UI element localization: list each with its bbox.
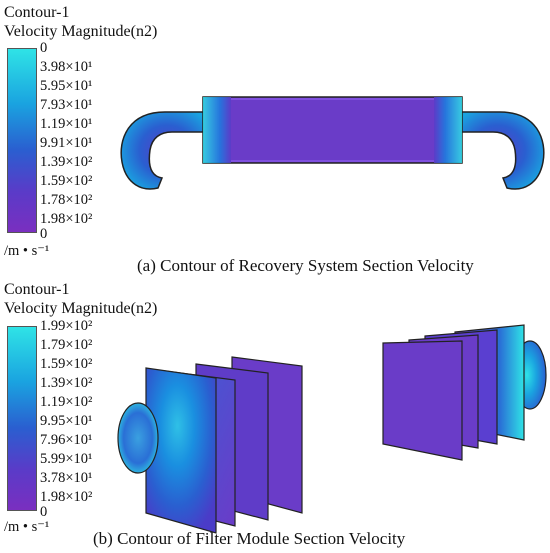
right-elbow-duct	[459, 111, 545, 190]
filter-plate-front	[382, 340, 463, 461]
legend-title-line2: Velocity Magnitude(n2)	[4, 300, 158, 317]
colorbar-tick: 1.59×10²	[40, 356, 93, 372]
colorbar-tick: 0	[40, 40, 48, 56]
inlet-left	[117, 402, 159, 474]
legend-title-line2: Velocity Magnitude(n2)	[4, 23, 158, 40]
caption-b: (b) Contour of Filter Module Section Vel…	[93, 529, 406, 548]
panel-filter-module: Contour-1 Velocity Magnitude(n2) 1.99×10…	[0, 280, 550, 553]
colorbar-tick: 3.78×10¹	[40, 470, 93, 486]
colorbar-tick: 5.99×10¹	[40, 451, 93, 467]
colorbar-tick: 3.98×10¹	[40, 59, 93, 75]
colorbar-tick: 7.93×10¹	[40, 97, 93, 113]
colorbar-unit: /m • s⁻¹	[4, 519, 50, 535]
colorbar-tick: 9.95×10¹	[40, 413, 93, 429]
colorbar-tick: 9.91×10¹	[40, 135, 93, 151]
colorbar-tick: 1.59×10²	[40, 173, 93, 189]
colorbar-tick: 1.39×10²	[40, 375, 93, 391]
colorbar-tick: 1.19×10¹	[40, 116, 93, 132]
colorbar-tick: 7.96×10¹	[40, 432, 93, 448]
colorbar-tick: 1.39×10²	[40, 154, 93, 170]
colorbar-tick: 0	[40, 226, 48, 242]
legend-title-line1: Contour-1	[4, 281, 70, 298]
panel-recovery-system: Contour-1 Velocity Magnitude(n2) 0 3.98×…	[4, 4, 545, 275]
recovery-system-contour	[120, 96, 545, 190]
colorbar-tick: 1.19×10²	[40, 394, 93, 410]
caption-a: (a) Contour of Recovery System Section V…	[137, 256, 474, 275]
colorbar-tick: 1.98×10²	[40, 489, 93, 505]
colorbar-unit: /m • s⁻¹	[4, 243, 50, 259]
main-chamber	[202, 96, 463, 164]
filter-module-contour	[117, 324, 547, 534]
colorbar-tick: 0	[40, 504, 48, 520]
colorbar-tick: 1.99×10²	[40, 318, 93, 334]
colorbar-tick: 5.95×10¹	[40, 78, 93, 94]
colorbar	[7, 48, 37, 233]
colorbar-tick: 1.79×10²	[40, 337, 93, 353]
colorbar	[7, 326, 37, 511]
colorbar-tick: 1.98×10²	[40, 211, 93, 227]
legend-title-line1: Contour-1	[4, 4, 70, 21]
colorbar-tick: 1.78×10²	[40, 192, 93, 208]
left-elbow-duct	[120, 111, 206, 190]
